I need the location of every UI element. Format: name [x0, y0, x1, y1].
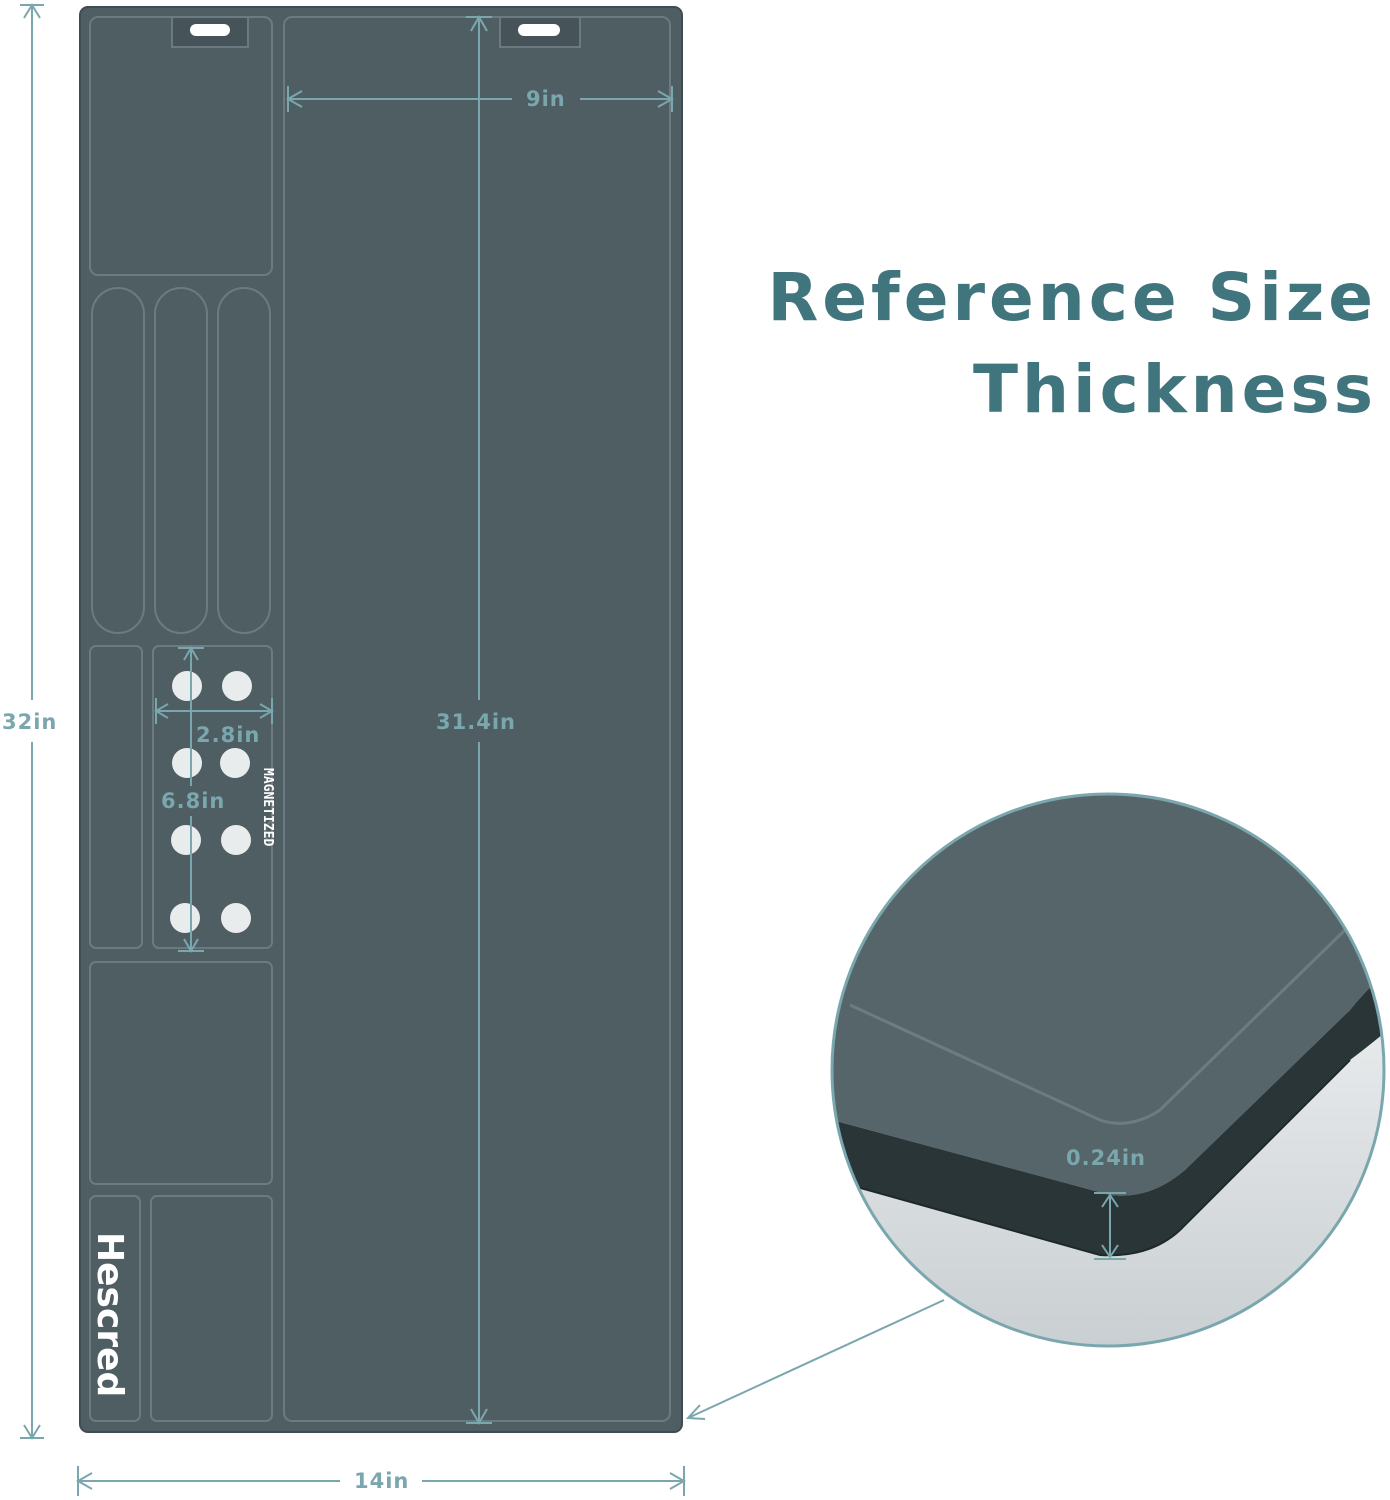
silicone-mat: MAGNETIZED Hescred: [79, 6, 683, 1433]
magnet: [172, 748, 202, 778]
dimension-labels: 32in 14in 9in 31.4in 2.8in 6.8in: [2, 87, 566, 1493]
compartment-top-left: [89, 16, 273, 276]
tray-width-label: 9in: [526, 87, 566, 111]
slot-1: [91, 287, 145, 634]
magnet-width-label: 2.8in: [196, 723, 260, 747]
heading-line-2: Thickness: [973, 351, 1377, 428]
magnet: [172, 671, 202, 701]
magnet: [171, 825, 201, 855]
magnet: [221, 825, 251, 855]
slot-3: [217, 287, 271, 634]
brand-logo: Hescred: [89, 1232, 130, 1397]
compartment-narrow: [89, 645, 143, 949]
heading: Reference Size Thickness: [767, 259, 1377, 428]
compartment-bottom-left: [150, 1195, 273, 1422]
magnet: [170, 903, 200, 933]
compartment-brand: [89, 1195, 141, 1422]
magnet-array: [170, 671, 252, 933]
dimension-lines: [20, 3, 945, 1496]
compartment-mid-left: [89, 961, 273, 1185]
compartment-magnetized: [152, 645, 273, 949]
heading-line-1: Reference Size: [767, 259, 1377, 336]
magnet: [220, 748, 250, 778]
magnetized-label: MAGNETIZED: [260, 768, 275, 846]
magnet: [222, 671, 252, 701]
height-label: 32in: [2, 710, 57, 734]
thickness-label: 0.24in: [1066, 1146, 1146, 1170]
magnet: [221, 903, 251, 933]
tray-height-label: 31.4in: [436, 710, 516, 734]
magnet-height-label: 6.8in: [161, 789, 225, 813]
width-label: 14in: [354, 1469, 409, 1493]
slot-2: [154, 287, 208, 634]
thickness-zoom: 0.24in: [830, 792, 1386, 1348]
